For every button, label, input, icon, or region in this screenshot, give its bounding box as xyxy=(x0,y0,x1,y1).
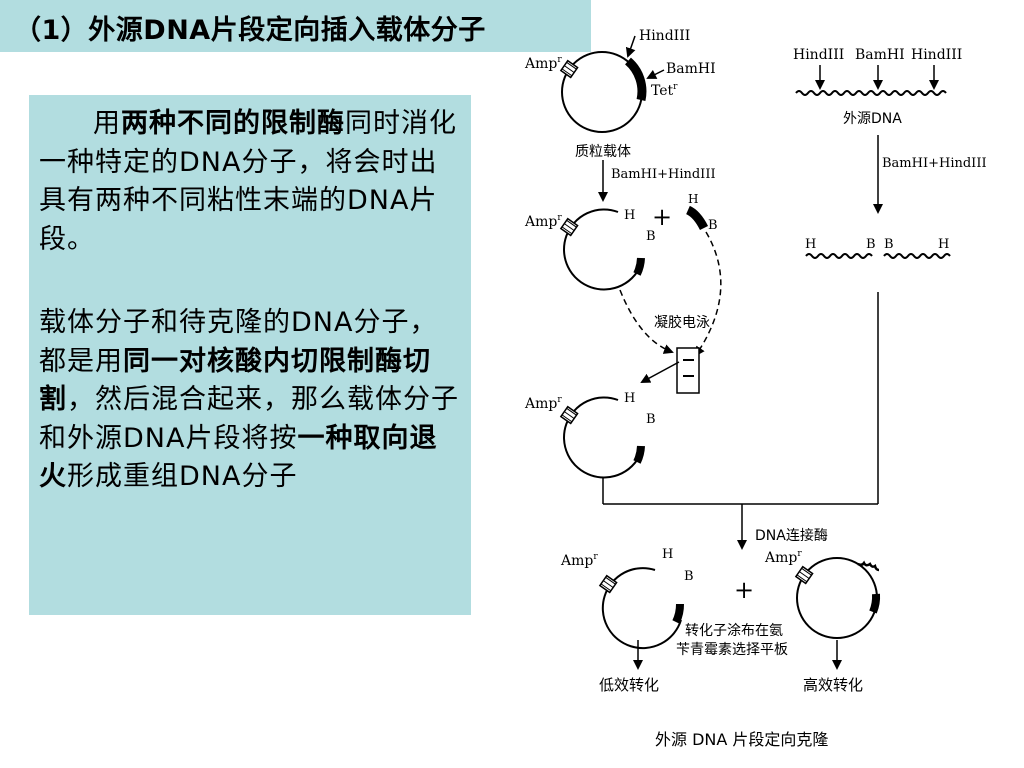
label-low-efficiency: 低效转化 xyxy=(599,676,659,694)
label-b-6: B xyxy=(684,569,694,584)
label-b-5: B xyxy=(646,412,656,427)
label-foreign-dna: 外源DNA xyxy=(843,111,902,127)
fragment-left xyxy=(805,253,873,259)
label-plate-line-1: 转化子涂布在氨 xyxy=(685,623,783,639)
label-b-4: B xyxy=(884,237,894,252)
label-digest-left: BamHI+HindIII xyxy=(611,167,716,182)
label-ampr-3: Ampr xyxy=(524,395,562,412)
label-h-1: H xyxy=(624,208,635,223)
label-plate-line-2: 苄青霉素选择平板 xyxy=(676,642,788,658)
p2-bold-2: 一种取向退火 xyxy=(39,422,438,493)
fragment-right xyxy=(883,253,951,259)
label-ampr-5: Ampr xyxy=(764,549,802,566)
label-h-6: H xyxy=(662,547,673,562)
label-digest-right: BamHI+HindIII xyxy=(882,156,987,171)
paragraph-1: 用两种不同的限制酶同时消化一种特定的DNA分子，将会时出具有两种不同粘性末端的D… xyxy=(39,105,463,259)
label-h-5: H xyxy=(624,391,635,406)
label-hindiii-a: HindIII xyxy=(793,47,844,63)
figure-caption: 外源 DNA 片段定向克隆 xyxy=(655,730,828,749)
p2-text-2: ，然后混合起来，那么载体分子和外源DNA片段将按 xyxy=(39,384,459,454)
label-high-efficiency: 高效转化 xyxy=(803,676,863,694)
label-plasmid-vector: 质粒载体 xyxy=(575,144,631,160)
p1-text-2: 同时消化一种特定的DNA分子，将会时出具有两种不同粘性末端的DNA片段。 xyxy=(39,108,457,255)
label-ampr-1: Ampr xyxy=(524,55,562,72)
paragraph-2: 载体分子和待克隆的DNA分子，都是用同一对核酸内切限制酶切割，然后混合起来，那么… xyxy=(39,304,463,497)
label-h-3: H xyxy=(805,237,816,252)
label-ligase: DNA连接酶 xyxy=(755,527,828,544)
plasmid-low-efficiency xyxy=(598,567,684,650)
label-bamhi-a: BamHI xyxy=(855,47,905,63)
p2-text-1: 载体分子和待克隆的DNA分子，都是用 xyxy=(39,307,438,377)
p2-text-3: 形成重组DNA分子 xyxy=(67,461,298,492)
title-bar: （1）外源DNA片段定向插入载体分子 xyxy=(0,0,591,52)
plasmid-purified xyxy=(559,396,645,479)
insert-fragment xyxy=(685,205,709,231)
label-ampr-4: Ampr xyxy=(560,552,598,569)
explanation-box: 用两种不同的限制酶同时消化一种特定的DNA分子，将会时出具有两种不同粘性末端的D… xyxy=(29,95,471,615)
slide-title: （1）外源DNA片段定向插入载体分子 xyxy=(14,15,486,46)
plasmid-recombinant xyxy=(794,557,881,639)
foreign-dna-strand xyxy=(795,90,947,96)
amp-marker-1 xyxy=(559,59,579,79)
label-b-2: B xyxy=(708,218,718,233)
p2-bold-1: 同一对核酸内切限制酶切割 xyxy=(39,345,431,416)
label-hindiii-b: HindIII xyxy=(911,47,962,63)
label-hindiii-top: HindIII xyxy=(639,28,690,44)
label-ampr-2: Ampr xyxy=(524,213,562,230)
p1-text-1: 用 xyxy=(93,108,121,139)
label-bamhi-1: BamHI xyxy=(666,61,716,77)
label-b-1: B xyxy=(646,229,656,244)
gel-icon xyxy=(676,347,700,394)
plus-2: + xyxy=(734,576,754,604)
plasmid-vector xyxy=(559,51,647,133)
label-h-2: H xyxy=(688,192,698,206)
label-b-3: B xyxy=(866,237,876,252)
plasmid-cut-vector xyxy=(559,208,645,291)
label-tetr: Tetr xyxy=(651,82,678,99)
label-h-4: H xyxy=(938,237,949,252)
plus-1: + xyxy=(652,203,672,231)
p1-bold-1: 两种不同的限制酶 xyxy=(121,108,345,139)
label-gel: 凝胶电泳 xyxy=(654,314,710,331)
